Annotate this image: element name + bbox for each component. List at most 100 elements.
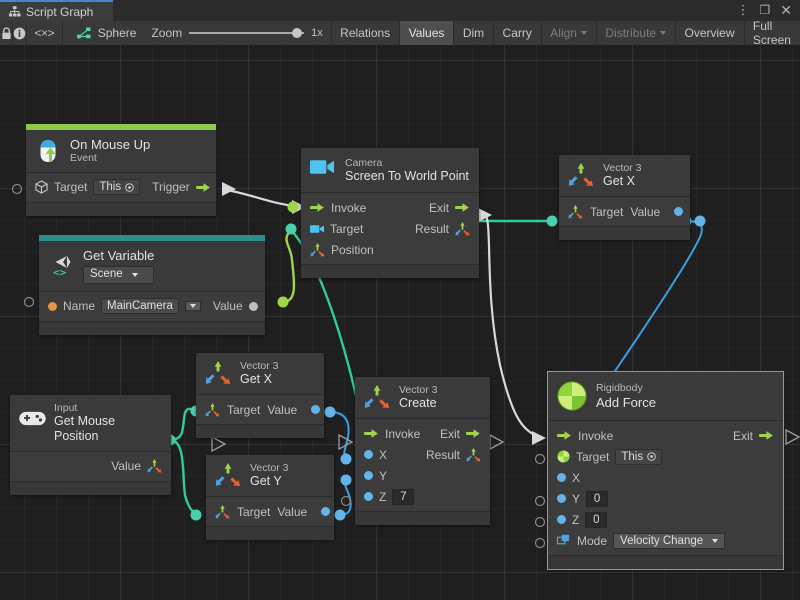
port-label-invoke: Invoke bbox=[331, 200, 367, 215]
node-rigidbody-add-force[interactable]: Rigidbody Add Force Invoke Exit Target bbox=[547, 371, 784, 570]
variable-name-dropdown-icon[interactable] bbox=[184, 301, 201, 312]
target-this-field[interactable]: This bbox=[615, 448, 663, 465]
variable-scope-dropdown[interactable]: Scene bbox=[83, 266, 155, 284]
lock-icon[interactable] bbox=[0, 21, 12, 45]
graph-canvas[interactable]: On Mouse Up Event Target This bbox=[0, 45, 800, 600]
breadcrumb[interactable]: Sphere bbox=[63, 21, 144, 45]
port-dot-z[interactable] bbox=[557, 515, 566, 524]
node-header: <> Get Variable Scene bbox=[39, 241, 265, 291]
button-distribute-label: Distribute bbox=[605, 26, 657, 40]
node-vector3-get-x-top[interactable]: Vector 3 Get X Target Value bbox=[559, 155, 690, 241]
port-row-target: Target This bbox=[548, 446, 783, 467]
node-body: Value bbox=[10, 450, 171, 481]
port-row-invoke-exit: Invoke Exit bbox=[548, 425, 783, 446]
port-label-x: X bbox=[572, 470, 581, 485]
vector3-icon bbox=[364, 384, 390, 411]
variable-name-field[interactable]: MainCamera bbox=[101, 298, 179, 315]
port-label-name: Name bbox=[63, 299, 96, 314]
vector3-icon bbox=[568, 204, 583, 219]
button-overview[interactable]: Overview bbox=[684, 26, 735, 40]
script-graph-icon bbox=[8, 5, 21, 18]
window-menu-icon[interactable]: ⋮ bbox=[736, 2, 750, 17]
port-dot-value[interactable] bbox=[321, 507, 331, 517]
node-title: Create bbox=[399, 396, 437, 411]
cube-icon bbox=[35, 180, 48, 194]
maximize-icon[interactable]: ❐ bbox=[759, 3, 771, 17]
port-label-value: Value bbox=[630, 204, 661, 219]
port-dot-x[interactable] bbox=[364, 450, 373, 460]
flow-arrow-icon bbox=[195, 182, 211, 193]
port-dot-y[interactable] bbox=[557, 494, 566, 503]
zoom-slider[interactable] bbox=[189, 27, 305, 39]
node-accent-bar bbox=[26, 124, 216, 130]
port-label-value: Value bbox=[267, 402, 298, 417]
zoom-slider-track bbox=[189, 32, 305, 34]
node-input-get-mouse-position[interactable]: Input Get Mouse Position Value bbox=[10, 395, 171, 495]
button-relations[interactable]: Relations bbox=[340, 26, 391, 40]
chevron-down-icon bbox=[131, 273, 138, 278]
node-header: Vector 3 Get X bbox=[196, 353, 324, 395]
node-vector3-get-x-mid[interactable]: Vector 3 Get X Target Value bbox=[196, 353, 324, 439]
port-label-target: Target bbox=[576, 449, 610, 464]
button-align[interactable]: Align bbox=[541, 21, 596, 45]
info-icon[interactable] bbox=[13, 21, 26, 45]
mouse-up-icon bbox=[35, 138, 61, 164]
button-distribute[interactable]: Distribute bbox=[596, 21, 675, 45]
mode-dropdown[interactable]: Velocity Change bbox=[613, 532, 726, 549]
port-label-target: Target bbox=[590, 204, 624, 219]
node-footer bbox=[26, 201, 216, 216]
node-subtitle: Vector 3 bbox=[250, 462, 289, 474]
node-body: Target This Trigger bbox=[26, 171, 216, 202]
tab-label: Script Graph bbox=[26, 4, 94, 19]
port-label-value: Value bbox=[277, 504, 308, 519]
flow-arrow-icon bbox=[466, 428, 481, 439]
node-on-mouse-up[interactable]: On Mouse Up Event Target This bbox=[26, 124, 216, 216]
close-icon[interactable]: ✕ bbox=[780, 2, 792, 18]
button-values[interactable]: Values bbox=[399, 21, 454, 45]
port-dot-x[interactable] bbox=[557, 473, 566, 482]
button-dim[interactable]: Dim bbox=[462, 26, 485, 40]
node-body: Name MainCamera Value bbox=[39, 290, 265, 321]
port-row-z: Z 0 bbox=[548, 509, 783, 530]
port-dot-y[interactable] bbox=[364, 471, 373, 481]
node-vector3-get-y[interactable]: Vector 3 Get Y Target Value bbox=[206, 455, 334, 541]
port-label-y: Y bbox=[572, 491, 581, 506]
z-value-field[interactable]: 0 bbox=[585, 511, 608, 528]
flow-arrow-icon bbox=[455, 202, 470, 213]
port-label-z: Z bbox=[379, 489, 387, 504]
port-dot-value[interactable] bbox=[311, 405, 321, 415]
target-this-field[interactable]: This bbox=[93, 179, 141, 196]
node-title: On Mouse Up bbox=[70, 137, 151, 152]
port-dot-value[interactable] bbox=[248, 301, 258, 311]
button-carry[interactable]: Carry bbox=[502, 26, 532, 40]
port-row-position: Position bbox=[301, 239, 479, 260]
node-footer bbox=[206, 526, 334, 541]
port-row-invoke-exit: Invoke Exit bbox=[355, 423, 490, 444]
port-label-value: Value bbox=[111, 459, 141, 474]
flow-arrow-icon bbox=[557, 430, 572, 441]
tab-script-graph[interactable]: Script Graph bbox=[0, 0, 113, 21]
button-full-screen[interactable]: Full Screen bbox=[752, 19, 791, 47]
camera-icon bbox=[310, 158, 336, 184]
port-dot-z[interactable] bbox=[364, 492, 373, 502]
port-dot-name[interactable] bbox=[48, 301, 57, 311]
node-get-variable[interactable]: <> Get Variable Scene Name MainCamera bbox=[39, 235, 265, 335]
vector3-icon bbox=[205, 402, 220, 417]
port-row-y: Y bbox=[355, 465, 490, 486]
zoom-slider-knob[interactable] bbox=[292, 28, 303, 38]
port-label-mode: Mode bbox=[577, 533, 608, 548]
port-row-x-result: X Result bbox=[355, 444, 490, 465]
node-header: Vector 3 Create bbox=[355, 377, 490, 419]
node-subtitle: Camera bbox=[345, 157, 383, 169]
port-label-trigger: Trigger bbox=[152, 180, 190, 195]
port-label-target: Target bbox=[237, 504, 271, 519]
node-camera-screen-to-world-point[interactable]: Camera Screen To World Point Invoke Exit… bbox=[301, 148, 479, 279]
y-value-field[interactable]: 0 bbox=[586, 490, 609, 507]
code-brackets-icon[interactable]: <×> bbox=[34, 26, 54, 40]
node-vector3-create[interactable]: Vector 3 Create Invoke Exit X Result bbox=[355, 377, 490, 526]
port-row-target-value: Target Value bbox=[196, 399, 324, 420]
z-value-field[interactable]: 7 bbox=[392, 488, 415, 505]
port-row-target-value: Target Value bbox=[559, 201, 690, 222]
port-row-invoke-exit: Invoke Exit bbox=[301, 197, 479, 218]
port-dot-value[interactable] bbox=[674, 207, 684, 217]
